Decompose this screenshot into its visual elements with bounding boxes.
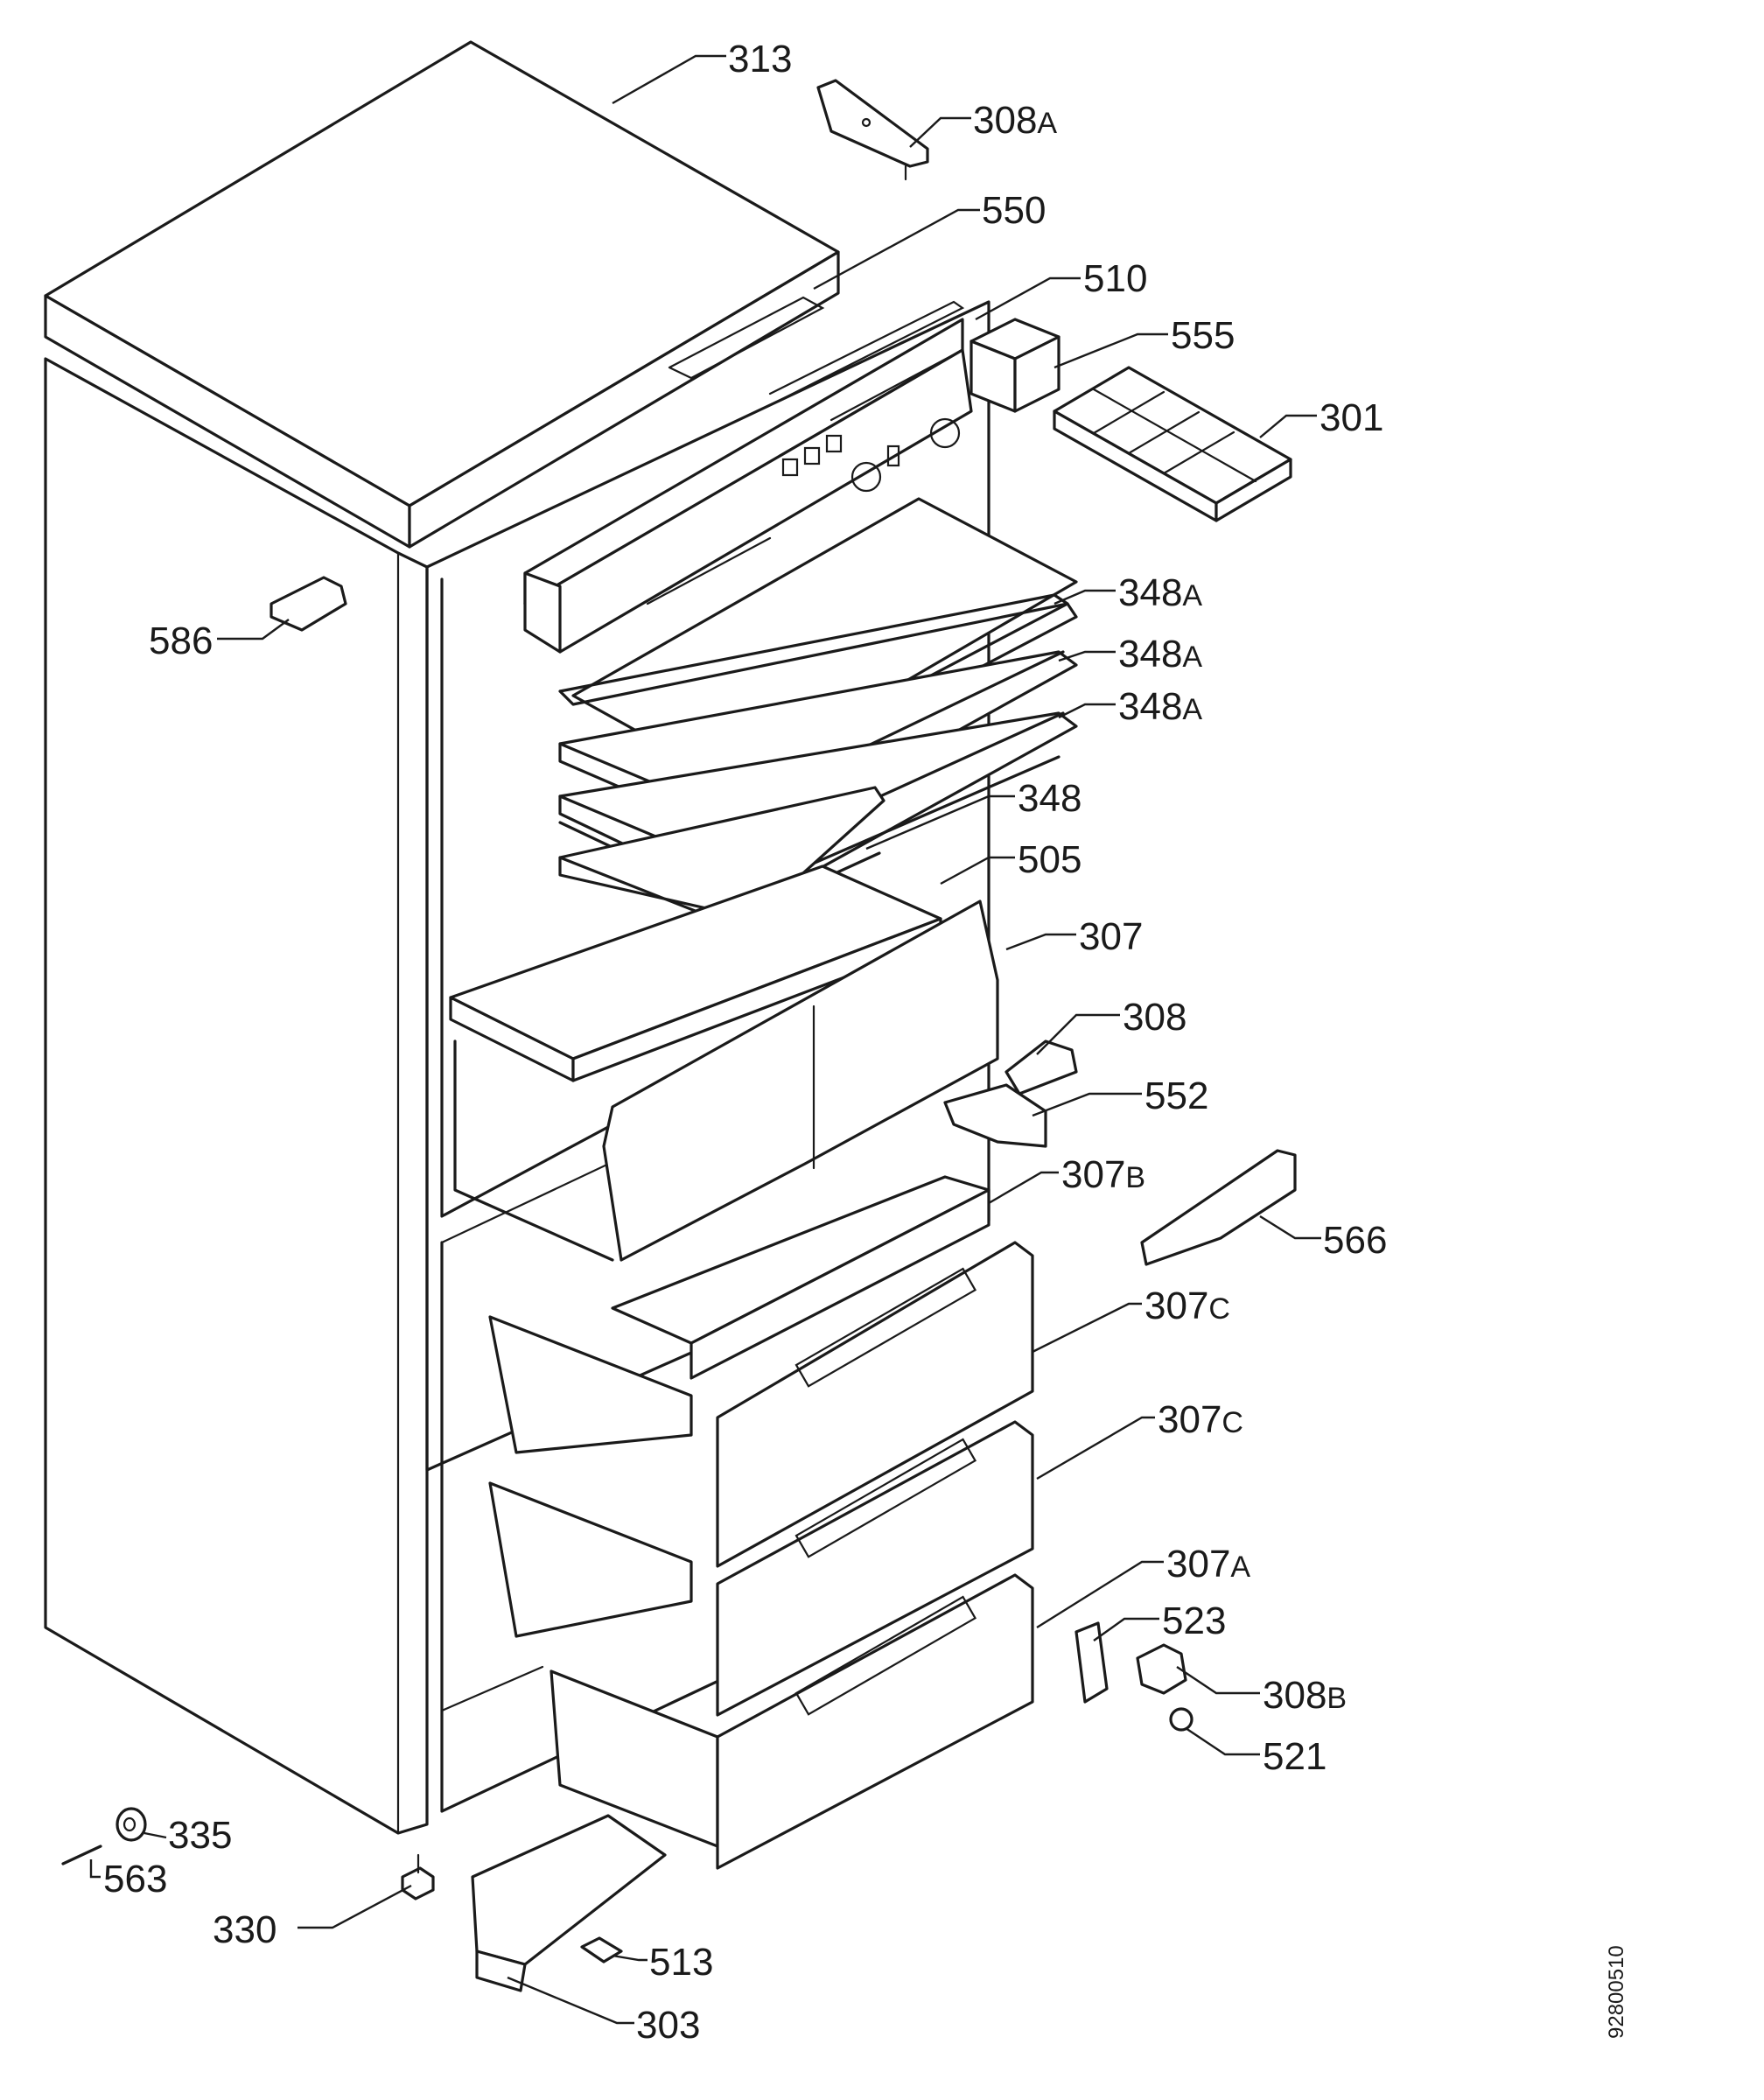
label-348a-2: 348A: [1118, 633, 1202, 676]
label-521: 521: [1263, 1735, 1326, 1778]
knob-521: [1169, 1707, 1194, 1732]
freezer-drawers: [488, 1241, 1034, 1870]
label-335: 335: [168, 1814, 232, 1857]
clip-513: [580, 1936, 623, 1964]
label-586: 586: [149, 620, 213, 662]
label-307c-2: 307C: [1158, 1398, 1243, 1441]
bracket-523: [1074, 1621, 1109, 1704]
label-308: 308: [1123, 996, 1186, 1039]
light-housing: [970, 318, 1060, 413]
glass-shelves: [558, 497, 1078, 925]
pin-563: [61, 1844, 102, 1866]
label-301: 301: [1320, 396, 1383, 439]
label-330: 330: [213, 1908, 276, 1951]
hinge-top: [816, 79, 929, 181]
label-308b: 308B: [1263, 1674, 1347, 1717]
label-510: 510: [1083, 257, 1147, 300]
label-550: 550: [982, 189, 1046, 232]
leader-lines: [89, 54, 1321, 2025]
label-552: 552: [1144, 1074, 1208, 1117]
label-313: 313: [728, 38, 792, 80]
bracket-586: [270, 576, 347, 632]
part-labels: 313 308A 550 510 555 301 586 348A 348A 3…: [103, 38, 1387, 2047]
plinth-303: [471, 1814, 667, 1992]
label-307: 307: [1079, 915, 1143, 958]
foot-335: [116, 1807, 147, 1842]
label-523: 523: [1162, 1600, 1226, 1642]
label-566: 566: [1323, 1219, 1387, 1262]
foot-330: [401, 1853, 435, 1900]
drawer-frame: [611, 1175, 990, 1380]
label-563: 563: [103, 1858, 167, 1900]
crisper-drawers: [449, 864, 999, 1262]
label-307b: 307B: [1061, 1153, 1145, 1196]
drawing-number: 92800510: [1605, 1945, 1628, 2039]
hinge-middle-308: [1004, 1040, 1078, 1096]
hinge-lower-308b: [1136, 1643, 1187, 1695]
hinge-pin-552: [943, 1083, 1047, 1148]
label-348: 348: [1018, 777, 1082, 820]
label-307a: 307A: [1166, 1543, 1250, 1586]
handle-566: [1140, 1149, 1297, 1266]
label-513: 513: [649, 1941, 713, 1984]
ice-tray: [1053, 366, 1292, 522]
label-505: 505: [1018, 838, 1082, 881]
control-panel: [523, 318, 973, 654]
label-348a-3: 348A: [1118, 685, 1202, 728]
label-348a-1: 348A: [1118, 571, 1202, 614]
label-555: 555: [1171, 314, 1235, 357]
label-308a: 308A: [973, 99, 1057, 142]
label-307c-1: 307C: [1144, 1284, 1230, 1327]
label-303: 303: [636, 2004, 700, 2047]
